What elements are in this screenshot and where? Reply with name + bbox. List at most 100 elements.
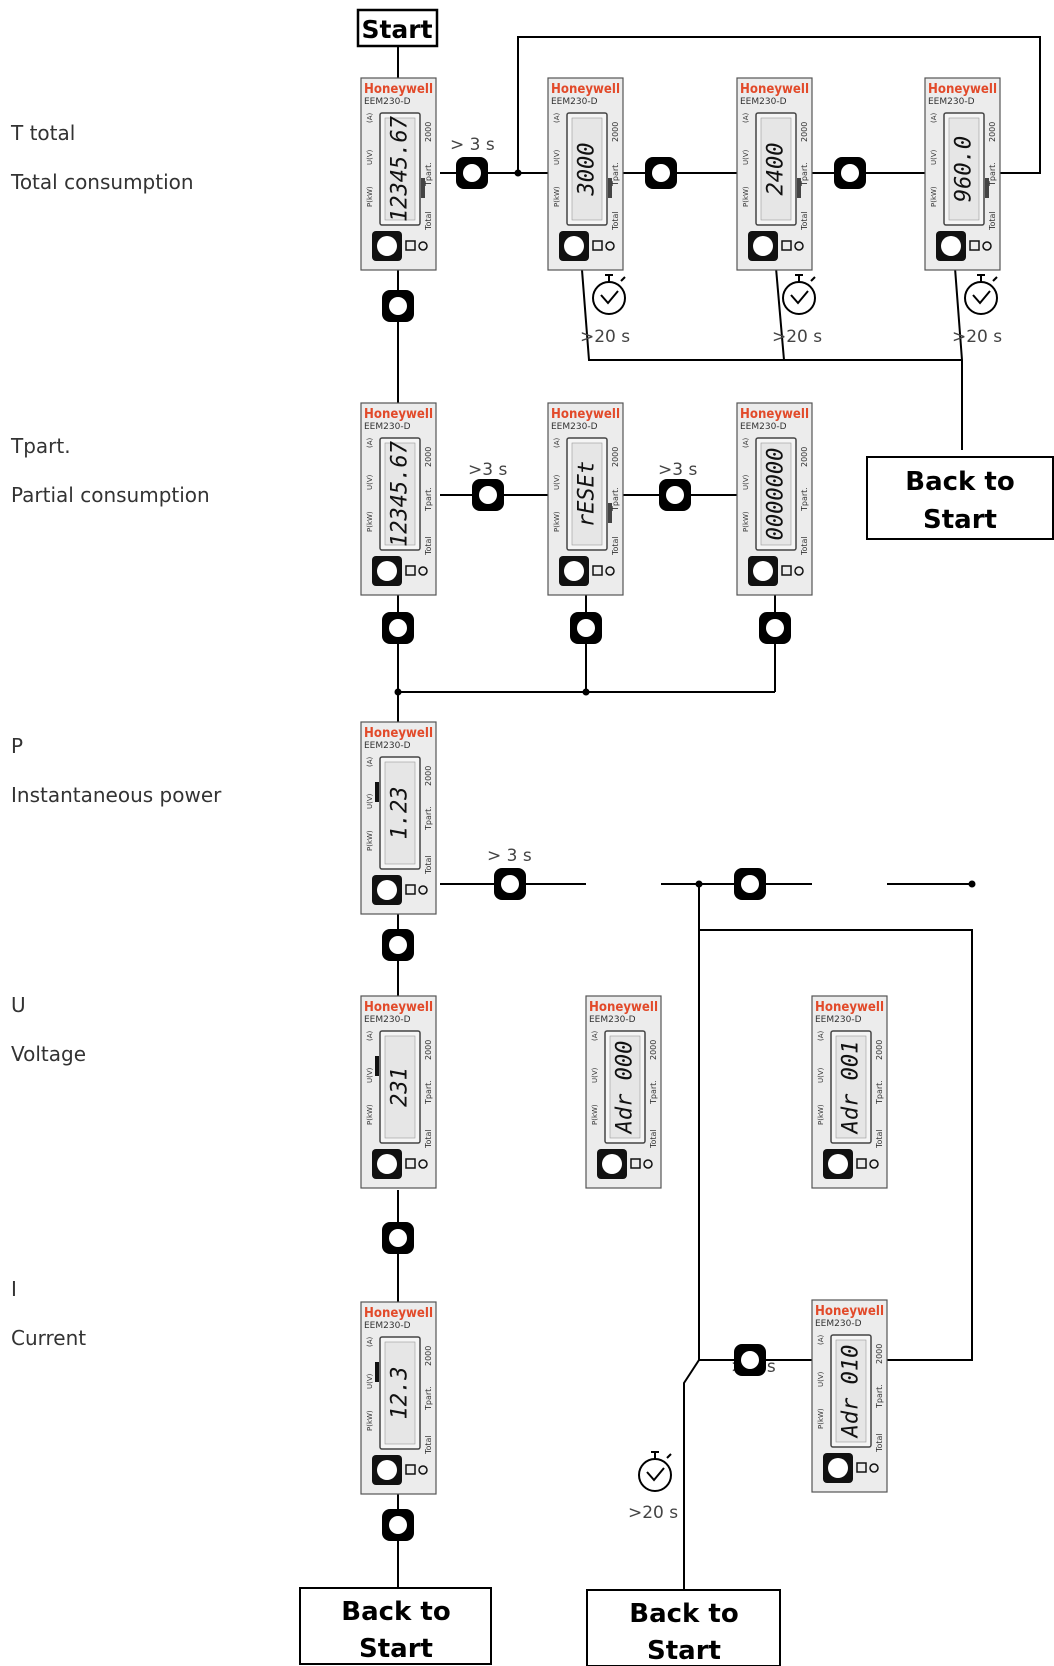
side-label: Total [988,211,997,231]
brand-logo: Honeywell [364,1000,433,1015]
side-label: (A) [930,112,938,123]
brand-logo: Honeywell [928,82,997,97]
back-to-start-box: Back to Start [586,1589,781,1666]
side-label: Total [424,536,433,556]
meter-device: HoneywellEEM230-D(A)U(V)P(kW)2000Tpart.T… [924,77,1001,271]
side-label: P(kW) [366,511,374,532]
hold-3s-label: >3 s [658,460,697,480]
side-label: 2000 [424,1346,433,1366]
press-button-icon [645,157,677,189]
side-label: Total [800,211,809,231]
side-label: P(kW) [817,1408,825,1429]
side-label: P(kW) [366,830,374,851]
side-label: P(kW) [366,186,374,207]
side-label: U(V) [366,1067,374,1083]
press-button-icon [456,157,488,189]
timer-icons [592,274,998,1492]
side-label: Tpart. [875,1384,884,1409]
model-label: EEM230-D [364,97,411,107]
lcd-reading: 0000000 [764,448,789,541]
back-label-line2: Start [923,505,997,535]
meter-device: HoneywellEEM230-D(A)U(V)P(kW)2000Tpart.T… [360,995,437,1189]
side-label: Tpart. [875,1080,884,1105]
side-label: 2000 [424,766,433,786]
section-label-u: U [11,993,26,1017]
side-label: Total [649,1129,658,1149]
press-button-icon [734,868,766,900]
press-button-icon [382,612,414,644]
side-label: (A) [817,1334,825,1345]
start-label: Start [361,15,432,44]
model-label: EEM230-D [740,422,787,432]
side-label: U(V) [553,149,561,165]
back-label-line1: Back to [629,1599,738,1629]
brand-logo: Honeywell [364,1306,433,1321]
meter-device: HoneywellEEM230-D(A)U(V)P(kW)2000Tpart.T… [360,721,437,915]
hold-3s-label: >3 s [468,460,507,480]
side-label: (A) [553,437,561,448]
section-desc-instantaneous-power: Instantaneous power [11,783,222,807]
side-label: Total [424,211,433,231]
model-label: EEM230-D [364,422,411,432]
brand-logo: Honeywell [740,82,809,97]
section-label-t-total: T total [11,121,76,145]
side-label: 2000 [875,1040,884,1060]
side-label: P(kW) [742,186,750,207]
side-label: P(kW) [817,1104,825,1125]
press-button-icon [759,612,791,644]
model-label: EEM230-D [364,1015,411,1025]
side-label: Total [875,1129,884,1149]
connector-lines [397,36,1041,1590]
junction-dot [695,880,703,888]
side-label: Tpart. [800,162,809,187]
section-desc-partial-consumption: Partial consumption [11,483,210,507]
back-label-line1: Back to [905,467,1014,497]
side-label: (A) [742,112,750,123]
brand-logo: Honeywell [364,82,433,97]
meter-device: HoneywellEEM230-D(A)U(V)P(kW)2000Tpart.T… [360,1301,437,1495]
side-label: Tpart. [424,1080,433,1105]
side-label: Tpart. [611,487,620,512]
meter-device: HoneywellEEM230-D(A)U(V)P(kW)2000Tpart.T… [360,402,437,596]
side-label: (A) [366,112,374,123]
back-label-line1: Back to [341,1597,450,1627]
meter-devices: HoneywellEEM230-D(A)U(V)P(kW)2000Tpart.T… [360,77,1001,1495]
timeout-20s-label: >20 s [952,327,1002,347]
press-button-icon [834,157,866,189]
press-button-icon [734,1344,766,1376]
lcd-reading: 1.23 [388,787,413,840]
press-button-icon [659,479,691,511]
meter-device: HoneywellEEM230-D(A)U(V)P(kW)2000Tpart.T… [547,402,624,596]
model-label: EEM230-D [364,741,411,751]
lcd-reading: 12345.67 [388,115,413,222]
model-label: EEM230-D [740,97,787,107]
side-label: Tpart. [649,1080,658,1105]
stopwatch-icon [638,1451,672,1492]
press-button-icon [494,868,526,900]
lcd-reading: 12345.67 [388,440,413,547]
side-label: U(V) [553,474,561,490]
side-label: P(kW) [553,511,561,532]
timing-labels: > 3 s >3 s >3 s > 3 s > 3 s >20 s >20 s … [450,135,1002,1523]
lcd-reading: Adr 000 [613,1041,638,1136]
side-label: Total [800,536,809,556]
meter-device: HoneywellEEM230-D(A)U(V)P(kW)2000Tpart.T… [736,77,813,271]
lcd-reading: 231 [388,1067,413,1107]
lcd-reading: 12.3 [388,1367,413,1420]
side-label: P(kW) [742,511,750,532]
lcd-reading: Adr 010 [839,1345,864,1440]
model-label: EEM230-D [589,1015,636,1025]
model-label: EEM230-D [815,1319,862,1329]
side-label: Tpart. [800,487,809,512]
brand-logo: Honeywell [589,1000,658,1015]
press-button-icon [382,1509,414,1541]
side-label: P(kW) [366,1104,374,1125]
junction-dot [394,688,402,696]
side-label: Total [611,211,620,231]
back-label-line2: Start [647,1636,721,1666]
side-label: Tpart. [424,487,433,512]
model-label: EEM230-D [551,97,598,107]
side-label: U(V) [366,1373,374,1389]
side-label: (A) [366,1030,374,1041]
